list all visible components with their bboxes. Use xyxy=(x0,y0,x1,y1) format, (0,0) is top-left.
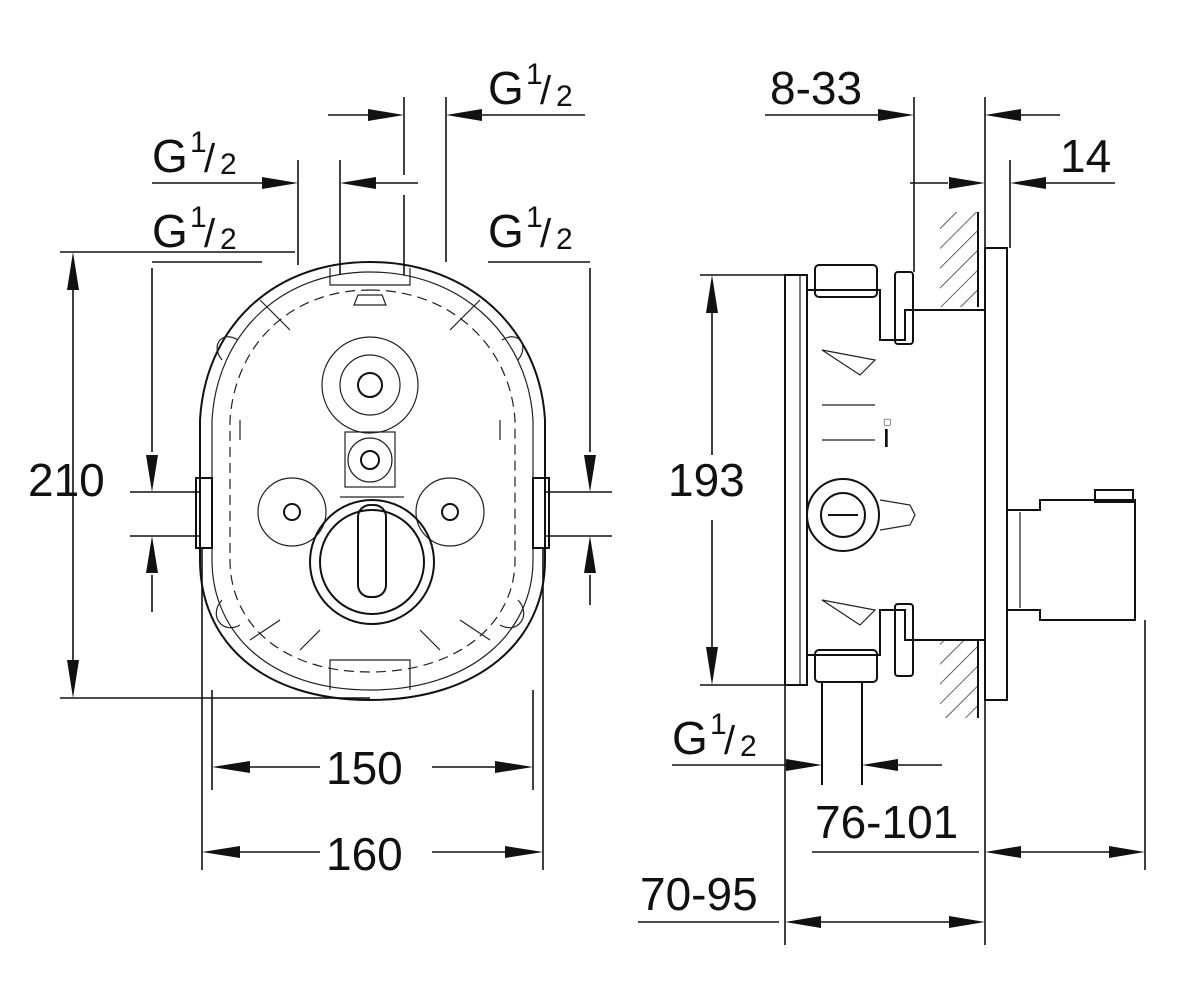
dim-14 xyxy=(1009,160,1115,248)
front-body-inner xyxy=(211,271,534,691)
ear-br xyxy=(499,599,525,629)
svg-text:2: 2 xyxy=(220,223,237,256)
front-view: 210 150 160 G 1 / 2 G 1 / 2 G 1 / 2 G 1 … xyxy=(28,58,612,880)
dim-thread-top-a xyxy=(328,97,585,262)
side-port-inner xyxy=(820,492,866,538)
ear-tl xyxy=(216,336,239,361)
label-8-33: 8-33 xyxy=(770,62,862,114)
valve-handle xyxy=(357,504,387,598)
svg-text:G: G xyxy=(488,205,524,257)
label-76-101: 76-101 xyxy=(815,796,958,848)
right-port-hole xyxy=(441,503,459,521)
svg-text:1: 1 xyxy=(526,58,543,91)
thread-label-top-left: G 1 / 2 xyxy=(152,126,237,182)
right-lug xyxy=(532,477,550,549)
label-210: 210 xyxy=(28,454,105,506)
front-body-outline xyxy=(199,260,546,702)
front-ribs xyxy=(239,299,501,651)
dim-thread-left xyxy=(130,261,262,612)
side-port-outer xyxy=(806,478,880,552)
svg-text:1: 1 xyxy=(190,126,207,159)
side-port-nozzle xyxy=(879,499,916,531)
side-bottom-fitting xyxy=(814,649,878,683)
main-valve-outer xyxy=(309,499,435,625)
wall-hatch-top xyxy=(940,212,978,307)
svg-text:/: / xyxy=(540,212,552,256)
thread-label-right: G 1 / 2 xyxy=(488,201,573,257)
upper-port-inner xyxy=(357,372,383,398)
mid-port-outer xyxy=(347,437,393,483)
dim-thread-bottom xyxy=(672,759,942,771)
dim-210 xyxy=(60,251,370,699)
mid-block xyxy=(344,431,396,488)
svg-text:/: / xyxy=(204,212,216,256)
side-cover-plate xyxy=(984,247,1008,701)
dim-8-33 xyxy=(765,97,1060,272)
left-port xyxy=(257,477,327,547)
side-marking: ▢ ▬▬ xyxy=(883,418,893,447)
svg-text:2: 2 xyxy=(220,148,237,181)
right-port xyxy=(415,477,485,547)
dim-160 xyxy=(201,548,544,870)
upper-port-outer xyxy=(321,336,419,434)
side-backplate xyxy=(784,274,808,686)
side-top-knob xyxy=(894,271,914,345)
svg-text:/: / xyxy=(540,69,552,113)
thread-label-top-right: G 1 / 2 xyxy=(488,58,573,114)
top-bracket xyxy=(329,268,411,286)
svg-text:/: / xyxy=(204,137,216,181)
dim-thread-right xyxy=(488,261,612,605)
svg-text:/: / xyxy=(724,719,736,763)
svg-text:G: G xyxy=(488,62,524,114)
dim-193 xyxy=(700,274,785,686)
svg-text:2: 2 xyxy=(556,80,573,113)
wall-hatch-bottom xyxy=(940,640,978,718)
dim-thread-top-b xyxy=(152,160,418,275)
thread-label-bottom: G 1 / 2 xyxy=(672,708,757,764)
svg-text:2: 2 xyxy=(556,223,573,256)
dim-150 xyxy=(211,690,534,790)
side-bottom-knob xyxy=(894,603,914,677)
thread-label-left: G 1 / 2 xyxy=(152,201,237,257)
side-body xyxy=(806,289,986,656)
label-150: 150 xyxy=(326,742,403,794)
mid-port-inner xyxy=(360,450,380,470)
side-top-fitting xyxy=(814,264,878,298)
upper-port-mid xyxy=(339,354,401,416)
side-wedge-bottom xyxy=(821,599,877,626)
top-nut xyxy=(353,294,387,306)
label-14: 14 xyxy=(1060,130,1111,182)
side-handle-lever xyxy=(1094,489,1134,503)
ear-bl xyxy=(215,599,241,629)
left-lug xyxy=(195,477,213,549)
side-wedge-top xyxy=(821,349,877,376)
svg-text:1: 1 xyxy=(526,201,543,234)
svg-text:G: G xyxy=(152,130,188,182)
label-193: 193 xyxy=(668,454,745,506)
left-port-hole xyxy=(283,503,301,521)
dim-70-95 xyxy=(638,685,985,945)
front-inner-rim xyxy=(229,289,516,673)
svg-text:G: G xyxy=(672,712,708,764)
svg-text:1: 1 xyxy=(710,708,727,741)
svg-text:1: 1 xyxy=(190,201,207,234)
dim-76-101 xyxy=(812,620,1146,945)
label-160: 160 xyxy=(326,828,403,880)
label-70-95: 70-95 xyxy=(640,868,758,920)
side-handle xyxy=(1006,499,1136,621)
svg-text:G: G xyxy=(152,205,188,257)
main-valve-inner xyxy=(319,509,425,615)
side-view: ▢ ▬▬ xyxy=(638,62,1146,945)
svg-text:2: 2 xyxy=(740,730,757,763)
bottom-bracket xyxy=(329,659,411,690)
ear-tr xyxy=(501,336,524,361)
